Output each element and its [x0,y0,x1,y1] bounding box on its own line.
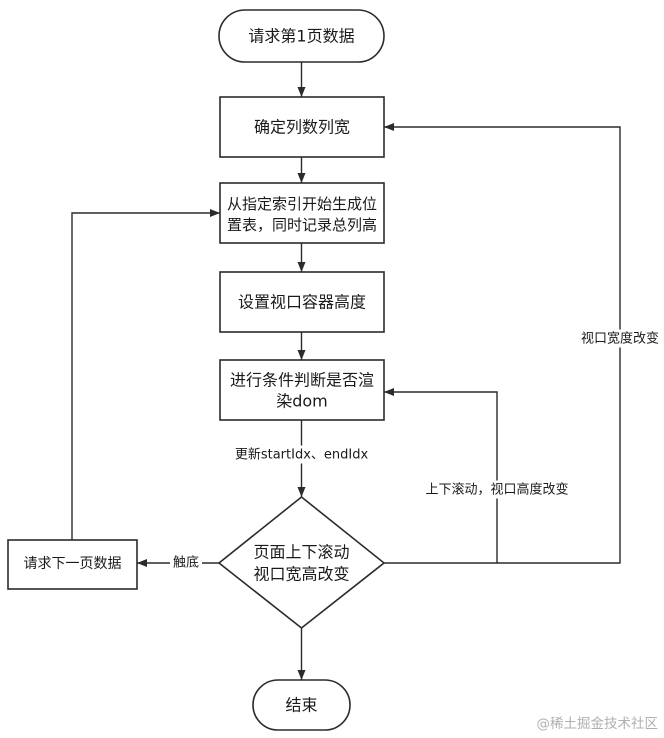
edge-label-update-indices: 更新startIdx、endIdx [235,447,369,463]
edge-label-reach-bottom: 触底 [173,555,199,571]
arrow-scroll-loop-to-render-check [384,388,498,564]
node-set-container-height: 设置视口容器高度 [219,271,385,333]
node-scroll-decision-line-2: 视口宽高改变 [253,565,349,584]
node-calc-columns-label: 确定列数列宽 [254,118,350,137]
node-calc-columns: 确定列数列宽 [219,96,385,158]
node-render-check: 进行条件判断是否渲 染dom [219,359,385,421]
process-box [219,359,385,421]
node-start: 请求第1页数据 [218,9,385,63]
process-box [219,271,385,333]
process-box [219,182,385,244]
terminal-shape [252,679,351,731]
node-render-check-line-1: 进行条件判断是否渲 [230,371,374,390]
edge-labels: 更新startIdx、endIdx 触底 上下滚动，视口高度改变 视口宽度改变 [169,329,663,572]
arrow-request-next-page-to-generate-positions [71,209,220,540]
node-generate-positions: 从指定索引开始生成位 置表，同时记录总列高 [219,182,385,244]
node-generate-positions-line-1: 从指定索引开始生成位 [227,195,377,213]
node-generate-positions-line-2: 置表，同时记录总列高 [227,216,377,234]
terminal-shape [218,9,385,63]
node-start-label: 请求第1页数据 [248,27,354,46]
node-request-next-page-label: 请求下一页数据 [24,556,122,572]
node-set-container-height-label: 设置视口容器高度 [238,293,366,312]
process-box [219,96,385,158]
node-scroll-decision-line-1: 页面上下滚动 [253,543,349,562]
watermark-text: @稀土掘金技术社区 [537,716,659,732]
node-scroll-decision: 页面上下滚动 视口宽高改变 [217,495,386,630]
node-request-next-page: 请求下一页数据 [7,539,138,590]
edge-label-background [577,329,663,348]
edge-label-background [231,445,372,464]
node-render-check-line-2: 染dom [276,392,328,411]
node-end: 结束 [252,679,351,731]
node-end-label: 结束 [285,696,317,715]
process-box [7,539,138,590]
decision-diamond [217,495,386,630]
edge-label-width-change: 视口宽度改变 [581,331,659,347]
edge-label-scroll-height-change: 上下滚动，视口高度改变 [425,482,568,498]
edge-label-background [422,480,572,499]
edge-label-background [169,553,203,572]
